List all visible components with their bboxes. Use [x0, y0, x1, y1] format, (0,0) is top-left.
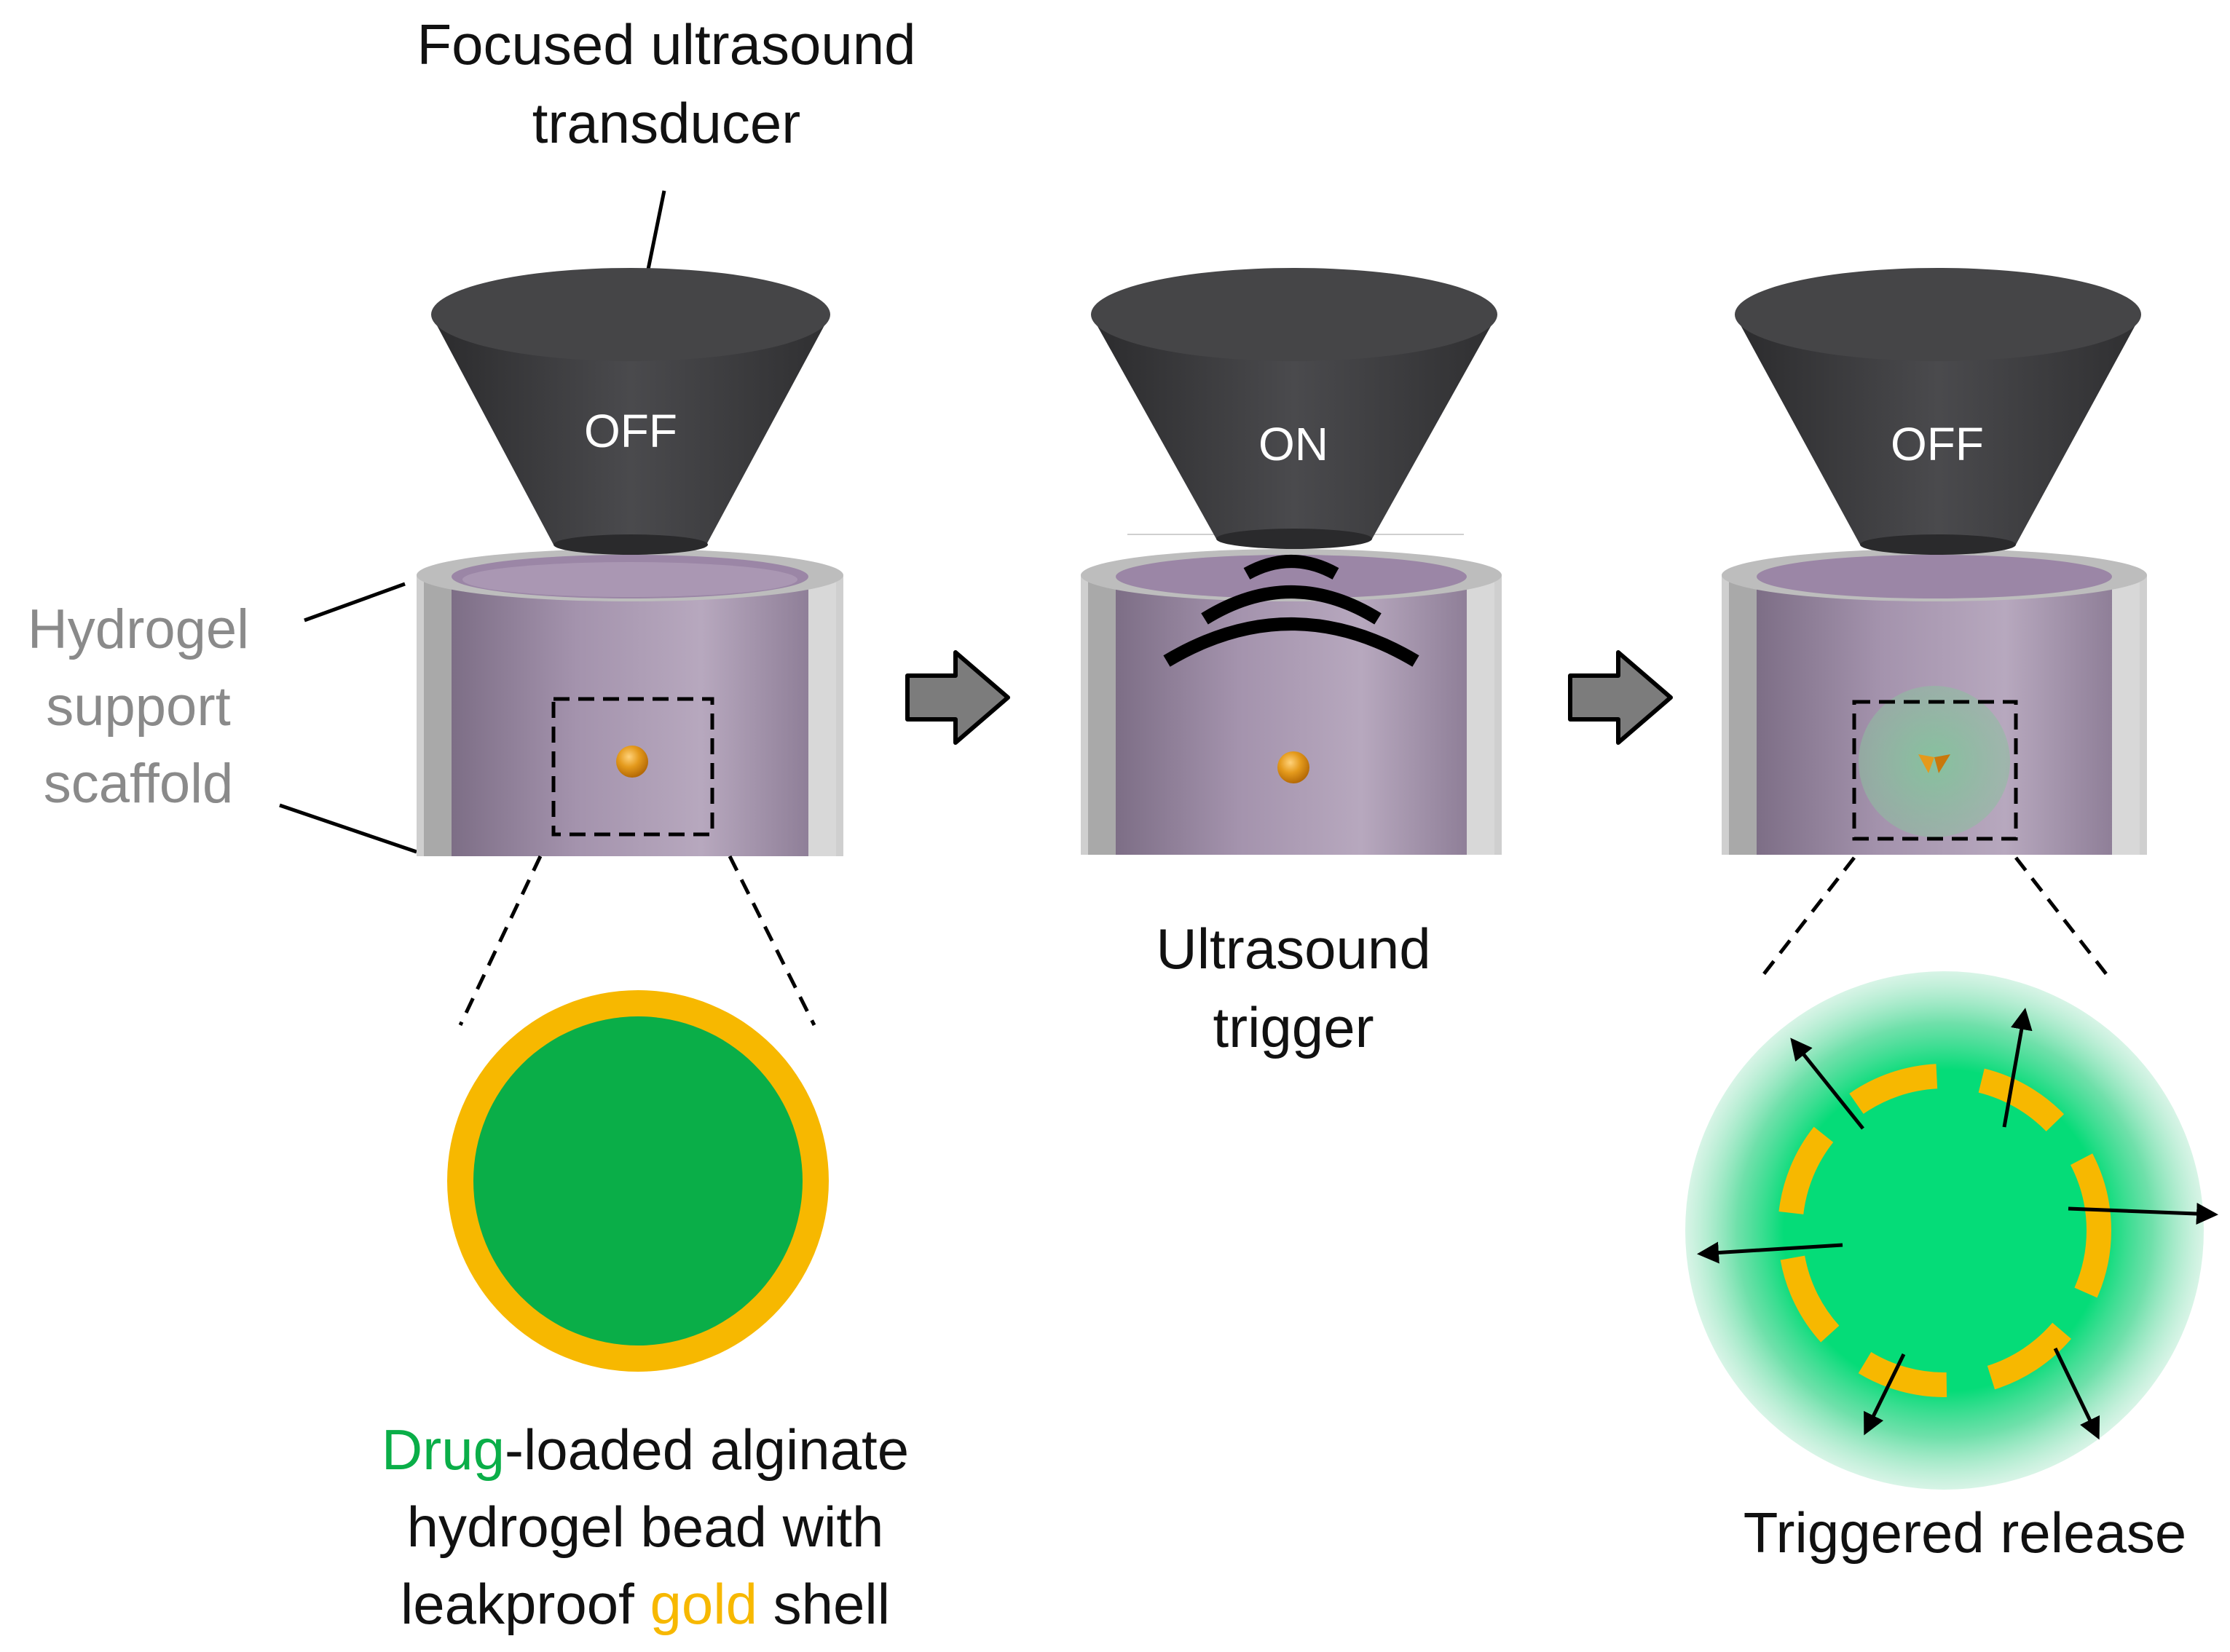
- zoom-line-left-1: [458, 855, 543, 1027]
- transducer-cone-2: [1091, 268, 1497, 549]
- release-arrow-5: [1864, 1353, 1906, 1436]
- wave-3: [1163, 617, 1419, 667]
- step-arrow-1: [905, 650, 1010, 745]
- fragmented-gold-shell: [1778, 1064, 2111, 1397]
- zoom-box-3: [1852, 700, 2018, 841]
- transducer-state-3: OFF: [1891, 418, 1984, 470]
- ultrasound-label-line2: trigger: [1213, 995, 1374, 1059]
- caption-line3-part1: leakproof: [401, 1572, 650, 1636]
- scaffold-pointer-bottom: [279, 803, 417, 854]
- caption-gold-word: gold: [650, 1572, 757, 1636]
- zoom-line-left-3: [1757, 856, 1856, 983]
- caption-line3-part3: shell: [757, 1572, 890, 1636]
- release-arrow-3: [2068, 1203, 2218, 1225]
- release-arrow-1: [1790, 1038, 1864, 1130]
- caption-drug-word: Drug: [382, 1418, 505, 1482]
- panel-1: OFF: [417, 268, 843, 1372]
- transducer-state-2: ON: [1258, 418, 1328, 470]
- wave-1: [1243, 555, 1339, 580]
- release-arrow-2: [2002, 1008, 2033, 1128]
- scaffold-label-line3: scaffold: [44, 753, 234, 815]
- ultrasound-waves: [1163, 555, 1419, 667]
- transducer-label-line1: Focused ultrasound: [417, 12, 915, 76]
- bead-caption-line2: hydrogel bead with: [407, 1495, 884, 1559]
- scaffold-label-line2: support: [46, 676, 231, 738]
- transducer-cone-3: [1735, 268, 2141, 555]
- bead-caption-line3: leakproof gold shell: [401, 1572, 890, 1636]
- release-arrow-4: [1697, 1241, 1843, 1264]
- caption-line1-rest: -loaded alginate: [505, 1418, 909, 1482]
- release-caption: Triggered release: [1744, 1501, 2186, 1565]
- transducer-state-1: OFF: [584, 405, 677, 457]
- broken-bead-3: [1918, 754, 1950, 773]
- wave-2: [1201, 585, 1382, 625]
- bead-cross-section: [447, 990, 829, 1372]
- drug-bead-1: [616, 746, 648, 778]
- panel-2: ON: [1081, 268, 1502, 855]
- transducer-label-line2: transducer: [532, 91, 801, 155]
- drug-bead-2: [1277, 751, 1309, 783]
- small-release-glow: [1859, 686, 2010, 837]
- bead-caption-line1: Drug-loaded alginate: [382, 1418, 909, 1482]
- drug-core: [473, 1016, 803, 1345]
- scaffold-cylinder-1: [417, 549, 843, 856]
- scaffold-pointer-top: [304, 582, 406, 623]
- release-arrows: [1697, 1008, 2218, 1440]
- ultrasound-label-line1: Ultrasound: [1156, 917, 1430, 981]
- zoom-line-right-3: [2014, 856, 2113, 983]
- transducer-cone-1: [431, 268, 830, 555]
- scaffold-cylinder-2: [1081, 534, 1502, 855]
- release-cross-section: [1685, 971, 2218, 1490]
- release-arrow-6: [2053, 1347, 2100, 1440]
- panel-3: OFF: [1685, 268, 2218, 1490]
- zoom-box-1: [551, 697, 714, 837]
- release-glow: [1685, 971, 2204, 1490]
- step-arrow-2: [1568, 650, 1673, 745]
- scaffold-label-line1: Hydrogel: [28, 598, 249, 660]
- zoom-line-right-1: [728, 855, 816, 1027]
